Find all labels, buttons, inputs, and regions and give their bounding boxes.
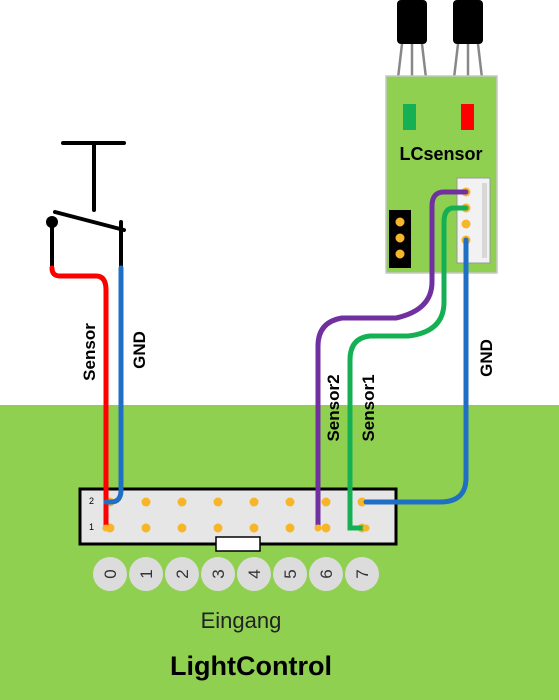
phototransistor-right [452, 0, 484, 79]
pin-row2-5 [285, 497, 295, 507]
pin-row1-4 [249, 523, 259, 533]
pin-number-0: 0 [101, 569, 120, 578]
input-label: Eingang [201, 608, 282, 633]
pin-row1-5 [285, 523, 295, 533]
sensor-wire-red [49, 265, 109, 531]
pin-number-circle-1 [129, 557, 163, 591]
pin-row1-1 [141, 523, 151, 533]
pin-number-circle-4 [237, 557, 271, 591]
wire-end-pin1-6 [314, 524, 322, 532]
pin-row2-6 [321, 497, 331, 507]
lc-gnd-label: GND [477, 339, 496, 377]
pin-number-1: 1 [137, 569, 156, 578]
sensor1-wire-green [347, 205, 469, 531]
pin-number-4: 4 [245, 569, 264, 578]
sensor-wire-label: Sensor [80, 323, 99, 381]
led-red [461, 104, 474, 130]
pin-row1-3 [213, 523, 223, 533]
pin-number-circle-2 [165, 557, 199, 591]
sensor1-label: Sensor1 [359, 374, 378, 441]
row-number-1: 1 [89, 522, 94, 532]
phototransistor-left [396, 0, 428, 79]
gnd-wire-label: GND [130, 331, 149, 369]
pin-number-circle-6 [309, 557, 343, 591]
pin-row2-7 [357, 497, 367, 507]
pin-row2-3 [213, 497, 223, 507]
pin-number-circle-7 [345, 557, 379, 591]
switch-pivot-dot [46, 216, 58, 228]
led-green [403, 104, 416, 130]
pin-number-7: 7 [353, 569, 372, 578]
pin-number-row: 0 1 2 3 4 5 6 7 [93, 557, 379, 591]
row-number-2: 2 [89, 496, 94, 506]
sensor2-label: Sensor2 [324, 374, 343, 441]
pin-row2-4 [249, 497, 259, 507]
board-notch [215, 536, 261, 552]
pin-number-2: 2 [173, 569, 192, 578]
push-button-switch [50, 141, 126, 270]
pin-number-circle-5 [273, 557, 307, 591]
pin-row2-1 [141, 497, 151, 507]
pin-number-5: 5 [281, 569, 300, 578]
pin-number-circle-0 [93, 557, 127, 591]
pin-number-3: 3 [209, 569, 228, 578]
gnd-wire-blue [103, 265, 124, 505]
lc-gnd-wire-blue [363, 237, 469, 505]
sensor-header-3pin [389, 210, 411, 268]
board-title: LightControl [170, 651, 332, 681]
sensor2-wire-purple [315, 189, 469, 531]
wire-end-pin1-0 [102, 524, 110, 532]
pin-number-6: 6 [317, 569, 336, 578]
pin-row1-2 [177, 523, 187, 533]
lc-sensor-label: LCsensor [399, 144, 482, 164]
pin-number-circle-3 [201, 557, 235, 591]
pin-row2-2 [177, 497, 187, 507]
pin-row1-6 [321, 523, 331, 533]
wire-end-pin1-7 [362, 524, 370, 532]
